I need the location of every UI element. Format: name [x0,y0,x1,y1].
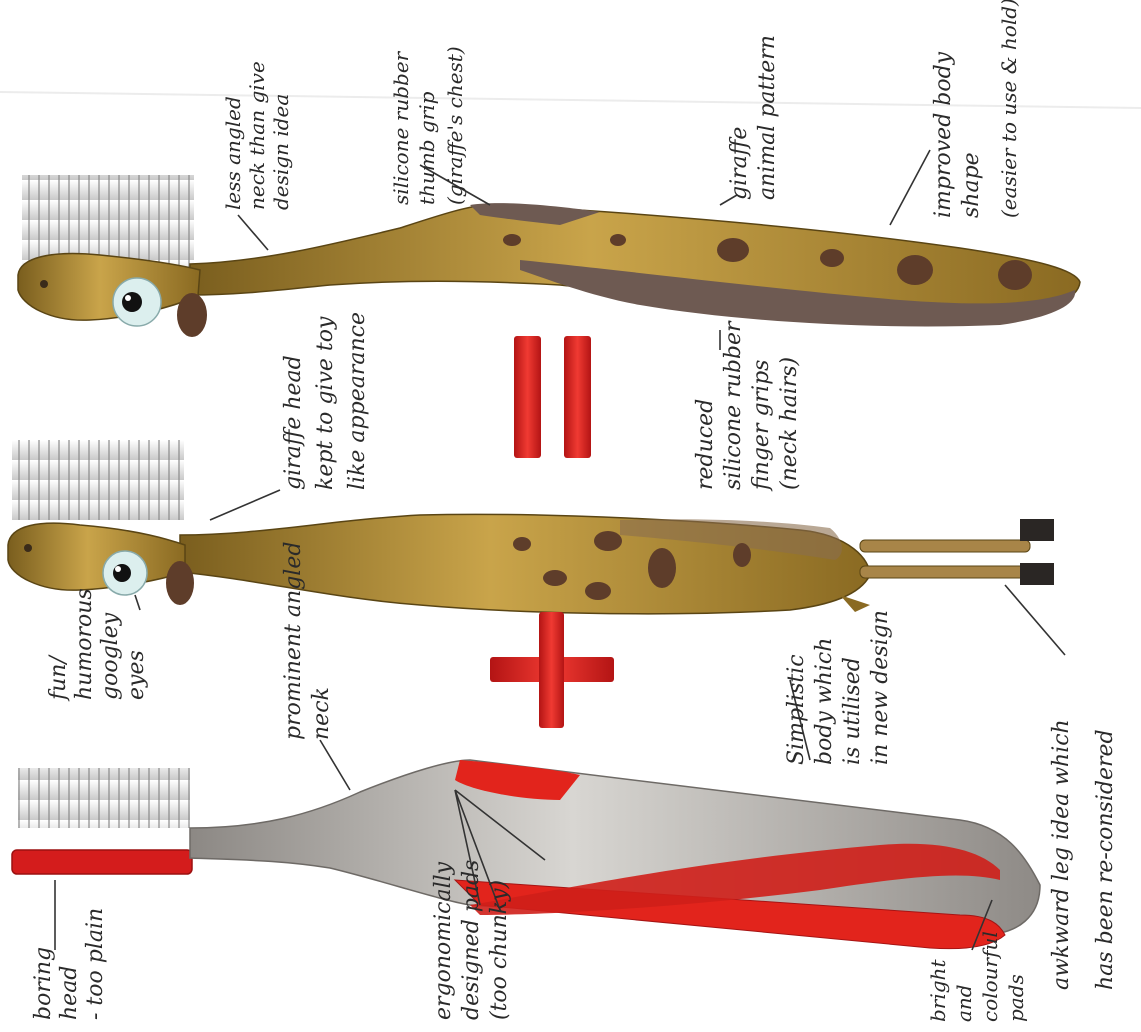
equals-symbol [514,336,591,458]
toothbrush-giraffe-final [18,175,1080,337]
note-line: humorous [72,588,97,700]
note-line: prominent angled [281,542,306,740]
note-line: Simplistic [784,654,809,765]
note-line: boring [31,947,56,1020]
note-line: (neck hairs) [777,357,802,490]
annotation-giraffe-pattern: giraffe animal pattern [727,35,780,200]
note-line: silicone rubber [721,320,746,490]
note-line: (too chunky) [487,880,512,1020]
annotation-reduced-grips: reduced silicone rubber finger grips (ne… [693,320,802,492]
note-line: is utilised [840,657,865,765]
bristles-giraffe-final [22,175,194,267]
hoof-back [1020,563,1054,585]
note-line: bright [926,959,950,1022]
note-line: - too plain [83,908,108,1020]
note-line: (easier to use & hold) [997,0,1021,218]
annotation-awkward-leg: awkward leg idea which has been re-consi… [1049,719,1118,990]
note-line: head [57,966,82,1020]
note-line: neck [309,687,334,740]
back-leg [860,566,1030,578]
note-line: like appearance [345,312,370,490]
plus-symbol [490,612,614,728]
front-leg [860,540,1030,552]
note-line: thumb grip [415,91,439,205]
note-line: designed pads [459,860,484,1020]
note-line: and [952,984,976,1022]
note-line: giraffe [727,127,752,200]
note-line: neck than give [245,61,269,210]
annotation-ergonomic-pads: ergonomically designed pads (too chunky) [431,860,512,1020]
annotation-less-angled-neck: less angled neck than give design idea [221,61,293,210]
note-line: has been re-considered [1093,729,1118,990]
red-brush-head [12,850,192,874]
annotation-giraffe-head: giraffe head kept to give toy like appea… [281,312,370,490]
note-line: reduced [693,399,718,490]
note-line: finger grips [749,360,774,492]
note-line: awkward leg idea which [1049,719,1074,990]
note-line: in new design [868,610,893,765]
note-line: eyes [124,650,149,700]
hoof-front [1020,519,1054,541]
note-line: fun/ [46,654,71,702]
note-line: kept to give toy [313,316,338,490]
toothbrush-giraffe-legs [8,440,1054,614]
note-line: pads [1004,974,1028,1022]
giraffe-head-legs [8,523,185,590]
note-line: colourful [978,931,1002,1022]
note-line: ergonomically [431,861,456,1020]
scan-fold-line [0,92,1141,108]
note-line: silicone rubber [389,50,413,205]
note-line: design idea [269,94,293,210]
note-line: (giraffe's chest) [443,46,467,205]
annotation-googley-eyes: fun/ humorous googley eyes [46,588,149,702]
annotation-simplistic-body: Simplistic body which is utilised in new… [784,610,893,765]
note-line: animal pattern [755,35,780,200]
note-line: improved body [931,51,956,218]
note-line: less angled [221,96,245,210]
toothbrush-plain [12,760,1040,949]
note-line: body which [812,638,837,765]
bristles-giraffe-legs [12,440,184,520]
note-line: googley [98,612,123,700]
bristles-plain [18,768,190,828]
annotation-boring-head: boring head - too plain [31,908,108,1020]
note-line: shape [959,152,984,218]
note-line: giraffe head [281,355,306,490]
annotation-improved-shape: improved body shape (easier to use & hol… [931,0,1021,218]
annotation-thumb-grip: silicone rubber thumb grip (giraffe's ch… [389,46,467,205]
